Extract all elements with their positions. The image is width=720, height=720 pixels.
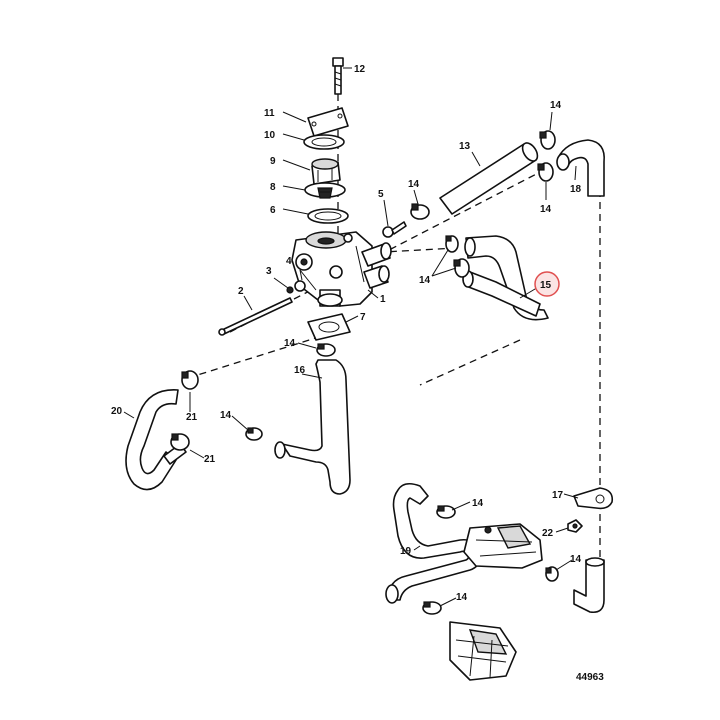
callout-6: 6 — [270, 205, 276, 216]
gasket-part-6[interactable] — [307, 208, 349, 224]
callout-labels: 12 11 10 9 8 6 5 14 14 13 18 14 4 3 2 1 … — [111, 64, 604, 683]
rod-part-2[interactable] — [218, 297, 293, 336]
callout-14-left-lower: 14 — [220, 410, 232, 421]
callout-14-top-right: 14 — [550, 100, 562, 111]
clamp-21-b[interactable] — [170, 433, 190, 451]
screw-part-5[interactable] — [382, 221, 407, 238]
callout-20: 20 — [111, 406, 123, 417]
hose-part-15[interactable] — [462, 235, 549, 321]
gasket-part-10[interactable] — [303, 134, 345, 150]
hose-part-19[interactable] — [385, 482, 482, 604]
callout-10: 10 — [264, 130, 276, 141]
callout-4: 4 — [286, 256, 292, 267]
callout-11: 11 — [264, 108, 275, 119]
thermostat-part-8[interactable] — [304, 182, 346, 199]
callout-8: 8 — [270, 182, 276, 193]
callout-14-lower-right: 14 — [570, 554, 582, 565]
clamp-14-d[interactable] — [445, 235, 459, 253]
hose-part-18[interactable] — [556, 139, 605, 197]
callout-17: 17 — [552, 490, 564, 501]
callout-19: 19 — [400, 546, 412, 557]
callout-7: 7 — [360, 312, 366, 323]
callout-14-upper-mid: 14 — [408, 179, 420, 190]
bracket-part-17[interactable] — [573, 487, 614, 510]
nut-part-22[interactable] — [567, 519, 583, 533]
callout-2: 2 — [238, 286, 244, 297]
clamp-14-h[interactable] — [436, 505, 456, 519]
callout-5: 5 — [378, 189, 384, 200]
gasket-part-7[interactable] — [307, 313, 351, 341]
cover-plate-part-11[interactable] — [307, 107, 349, 137]
callout-14-lower-mid: 14 — [472, 498, 484, 509]
clamp-14-i[interactable] — [545, 566, 559, 582]
clamp-14-c[interactable] — [410, 203, 430, 220]
callout-14-bottom: 14 — [456, 592, 468, 603]
bolt-part-12[interactable] — [332, 57, 344, 95]
hose-part-13[interactable] — [439, 140, 540, 215]
lower-pump-component[interactable] — [449, 621, 517, 681]
plug-part-3[interactable] — [286, 286, 294, 294]
clamp-14-b[interactable] — [537, 162, 554, 182]
callout-15: 15 — [540, 280, 552, 291]
clamp-14-g[interactable] — [245, 427, 263, 441]
callout-13: 13 — [459, 141, 471, 152]
hose-lower-right[interactable] — [573, 557, 605, 614]
callout-22: 22 — [542, 528, 554, 539]
clamp-14-f[interactable] — [316, 343, 336, 357]
clamp-14-j[interactable] — [422, 601, 442, 615]
diagram-number: 44963 — [576, 672, 604, 683]
water-housing-part-1[interactable] — [291, 231, 392, 307]
callout-1: 1 — [380, 294, 386, 305]
callout-15-highlight — [534, 271, 560, 297]
fitting-part-4[interactable] — [294, 280, 306, 292]
callout-18: 18 — [570, 184, 582, 195]
hose-part-16[interactable] — [274, 359, 351, 495]
callout-16: 16 — [294, 365, 306, 376]
callout-9: 9 — [270, 156, 276, 167]
pump-component[interactable] — [463, 523, 543, 569]
callout-3: 3 — [266, 266, 272, 277]
leader-lines — [123, 67, 579, 607]
callout-14-left-mid: 14 — [284, 338, 296, 349]
clamp-14-e[interactable] — [453, 258, 470, 278]
callout-21-upper: 21 — [186, 412, 198, 423]
thermostat-cap-part-9[interactable] — [311, 158, 341, 185]
callout-12: 12 — [354, 64, 366, 75]
clamp-14-a[interactable] — [539, 130, 556, 150]
callout-14-mid: 14 — [419, 275, 431, 286]
callout-21-lower: 21 — [204, 454, 216, 465]
clamp-21-a[interactable] — [181, 370, 199, 390]
callout-14-right: 14 — [540, 204, 552, 215]
